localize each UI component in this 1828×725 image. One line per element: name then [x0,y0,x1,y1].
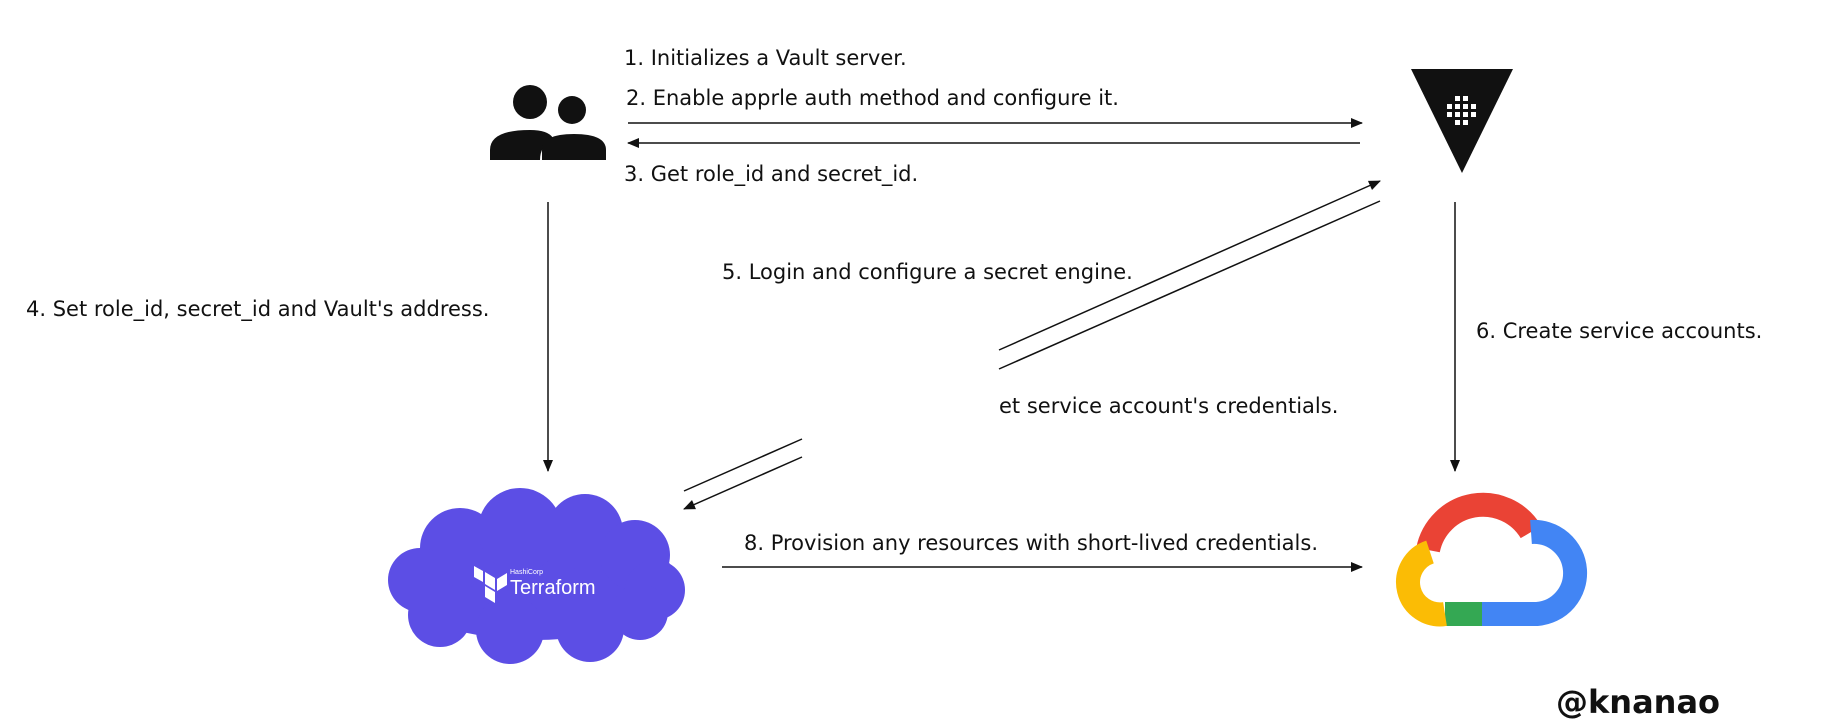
signature: @knanao [1556,683,1720,721]
arrow-terraform-to-vault [998,180,1381,351]
terraform-cloud: HashiCorp Terraform [388,488,685,664]
step-8-label: 8. Provision any resources with short-li… [744,531,1318,555]
step-2-label: 2. Enable apprle auth method and configu… [626,86,1119,110]
step-7-label: et service account's credentials. [999,394,1338,418]
google-cloud-icon [1396,492,1588,627]
terraform-logo-icon [474,566,507,603]
terraform-name: Terraform [510,577,596,599]
users-icon [490,85,606,160]
step-6-label: 6. Create service accounts. [1476,319,1762,343]
arrow-vault-to-terraform-lower [683,438,803,492]
arrow-terraform-to-vault-lower [683,456,803,510]
vault-triangle-icon [1411,69,1513,173]
terraform-vendor: HashiCorp [510,569,543,576]
step-3-label: 3. Get role_id and secret_id. [624,162,918,187]
step-4-label: 4. Set role_id, secret_id and Vault's ad… [26,297,489,322]
step-5-label: 5. Login and configure a secret engine. [722,260,1133,284]
arrow-vault-to-terraform-upper [998,200,1381,370]
step-1-label: 1. Initializes a Vault server. [624,46,907,70]
